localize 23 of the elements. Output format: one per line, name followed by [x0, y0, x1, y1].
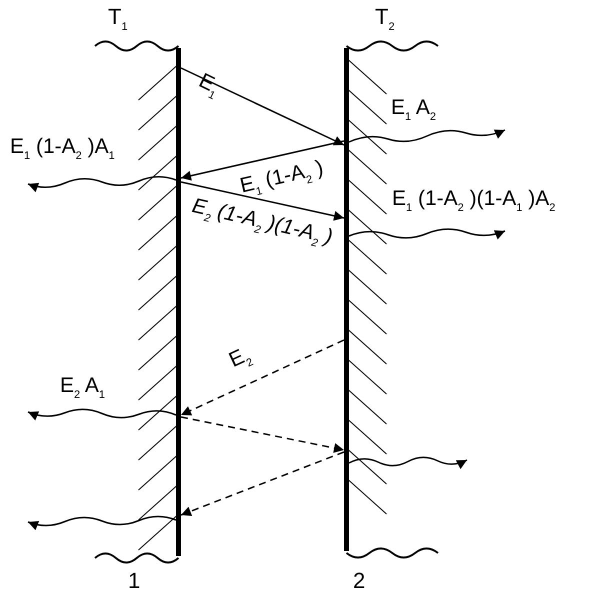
wavy-arrow [348, 129, 506, 143]
ray-arrow [180, 181, 344, 221]
plate-wall [176, 48, 181, 556]
wavy-arrow [28, 516, 176, 530]
wavy-arrow [28, 408, 176, 420]
wavy-arrow [348, 228, 506, 240]
edge-label: E$_{2}$ (1-A$_{2}$ )(1-A$_{2}$ ) [189, 195, 335, 252]
ray-arrow [180, 416, 344, 453]
ray-arrow [180, 451, 344, 516]
wavy-arrow [348, 456, 468, 469]
plate-number: 1 [128, 570, 140, 592]
edge-label: E$_{1}$ (1-A$_{2}$ )A$_{1}$ [10, 136, 115, 162]
wavy-arrow [28, 176, 176, 192]
plate-number: 2 [353, 570, 366, 592]
ray-arrow [180, 339, 344, 416]
ray-arrow [180, 67, 344, 146]
temperature-label: T$_{2}$ [375, 6, 395, 33]
edge-label: E$_{1}$ A$_{2}$ [391, 97, 436, 123]
edge-label: E$_{1}$ (1-A$_{2}$ )(1-A$_{1}$ )A$_{2}$ [392, 188, 556, 214]
temperature-label: T$_{1}$ [108, 6, 128, 33]
plate-wall [344, 48, 349, 551]
ray-arrow [180, 140, 344, 181]
edge-label: E$_{2}$ A$_{1}$ [60, 375, 105, 401]
